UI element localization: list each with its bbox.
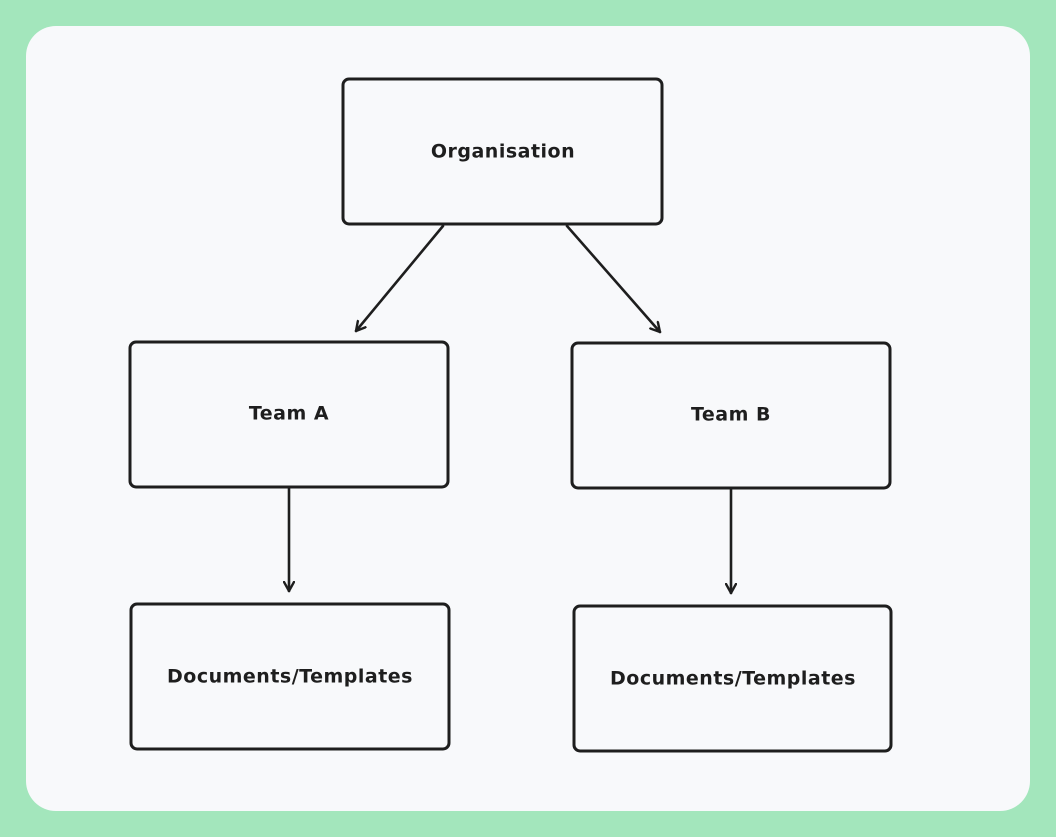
node-label-docs-b: Documents/Templates (610, 668, 856, 690)
node-label-docs-a: Documents/Templates (167, 666, 413, 688)
edges (289, 224, 731, 595)
node-label-organisation: Organisation (431, 141, 575, 163)
node-box (570, 341, 892, 490)
node-label-team-a: Team A (249, 403, 329, 425)
node-label-team-b: Team B (691, 404, 771, 426)
node-organisation[interactable]: Organisation (341, 77, 664, 226)
node-team-b[interactable]: Team B (570, 341, 892, 490)
node-box (572, 604, 893, 753)
edge-organisation-team-a (354, 224, 445, 333)
node-docs-a[interactable]: Documents/Templates (129, 602, 451, 751)
edge-organisation-team-b (565, 224, 662, 334)
node-box (341, 77, 664, 226)
node-team-a[interactable]: Team A (128, 340, 450, 489)
node-docs-b[interactable]: Documents/Templates (572, 604, 893, 753)
node-box (129, 602, 451, 751)
node-box (128, 340, 450, 489)
